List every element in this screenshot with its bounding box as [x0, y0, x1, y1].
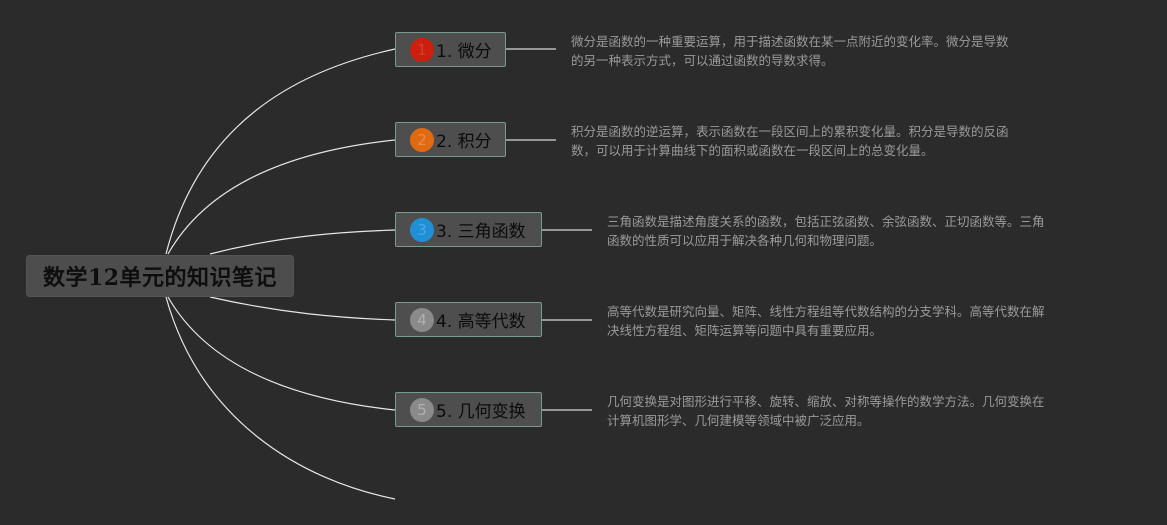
note-text-4a: 高等代数是研究向量、矩阵、线性方程组等代数结构的分支学科。高等代数在解 — [607, 304, 1045, 319]
priority-4-icon: 4 — [410, 307, 434, 332]
priority-5-icon: 5 — [410, 397, 434, 422]
topic-label-4: 4. 高等代数 — [436, 312, 526, 332]
topic-node-3[interactable]: 3 3. 三角函数 — [395, 212, 542, 247]
note-text-4b: 决线性方程组、矩阵运算等问题中具有重要应用。 — [607, 323, 883, 338]
branch-line-2 — [167, 139, 396, 255]
branch-line-5 — [167, 296, 396, 411]
topic-label-2: 2. 积分 — [436, 132, 492, 152]
note-text-1a: 微分是函数的一种重要运算，用于描述函数在某一点附近的变化率。微分是导数 — [571, 34, 1009, 49]
note-text-2a: 积分是函数的逆运算，表示函数在一段区间上的累积变化量。积分是导数的反函 — [571, 124, 1009, 139]
topic-note-4: 高等代数是研究向量、矩阵、线性方程组等代数结构的分支学科。高等代数在解 决线性方… — [607, 302, 1102, 340]
priority-3-icon: 3 — [410, 217, 434, 242]
priority-1-icon: 1 — [410, 37, 434, 62]
topic-note-3: 三角函数是描述角度关系的函数，包括正弦函数、余弦函数、正切函数等。三角 函数的性… — [607, 212, 1102, 250]
note-text-5b: 计算机图形学、几何建模等领域中被广泛应用。 — [607, 413, 870, 428]
branch-line-1 — [165, 48, 396, 255]
topic-node-4[interactable]: 4 4. 高等代数 — [395, 302, 542, 337]
topic-label-3: 3. 三角函数 — [436, 222, 526, 242]
note-text-1b: 的另一种表示方式，可以通过函数的导数求得。 — [571, 53, 834, 68]
topic-note-1: 微分是函数的一种重要运算，用于描述函数在某一点附近的变化率。微分是导数 的另一种… — [571, 32, 1066, 70]
topic-node-2[interactable]: 2 2. 积分 — [395, 122, 506, 157]
note-text-3b: 函数的性质可以应用于解决各种几何和物理问题。 — [607, 233, 883, 248]
topic-note-2: 积分是函数的逆运算，表示函数在一段区间上的累积变化量。积分是导数的反函 数，可以… — [571, 122, 1066, 160]
branch-line-4 — [209, 296, 396, 321]
root-title: 数学12单元的知识笔记 — [42, 265, 278, 291]
topic-node-5[interactable]: 5 5. 几何变换 — [395, 392, 542, 427]
priority-2-icon: 2 — [410, 127, 434, 152]
root-topic[interactable]: 数学12单元的知识笔记 — [26, 255, 294, 297]
topic-node-1[interactable]: 1 1. 微分 — [395, 32, 506, 67]
note-text-3a: 三角函数是描述角度关系的函数，包括正弦函数、余弦函数、正切函数等。三角 — [607, 214, 1045, 229]
branch-line-6 — [165, 296, 396, 500]
note-text-5a: 几何变换是对图形进行平移、旋转、缩放、对称等操作的数学方法。几何变换在 — [607, 394, 1045, 409]
topic-label-1: 1. 微分 — [436, 42, 492, 62]
note-text-2b: 数，可以用于计算曲线下的面积或函数在一段区间上的总变化量。 — [571, 143, 934, 158]
branch-line-3 — [209, 229, 396, 255]
topic-label-5: 5. 几何变换 — [436, 402, 526, 422]
topic-note-5: 几何变换是对图形进行平移、旋转、缩放、对称等操作的数学方法。几何变换在 计算机图… — [607, 392, 1102, 430]
